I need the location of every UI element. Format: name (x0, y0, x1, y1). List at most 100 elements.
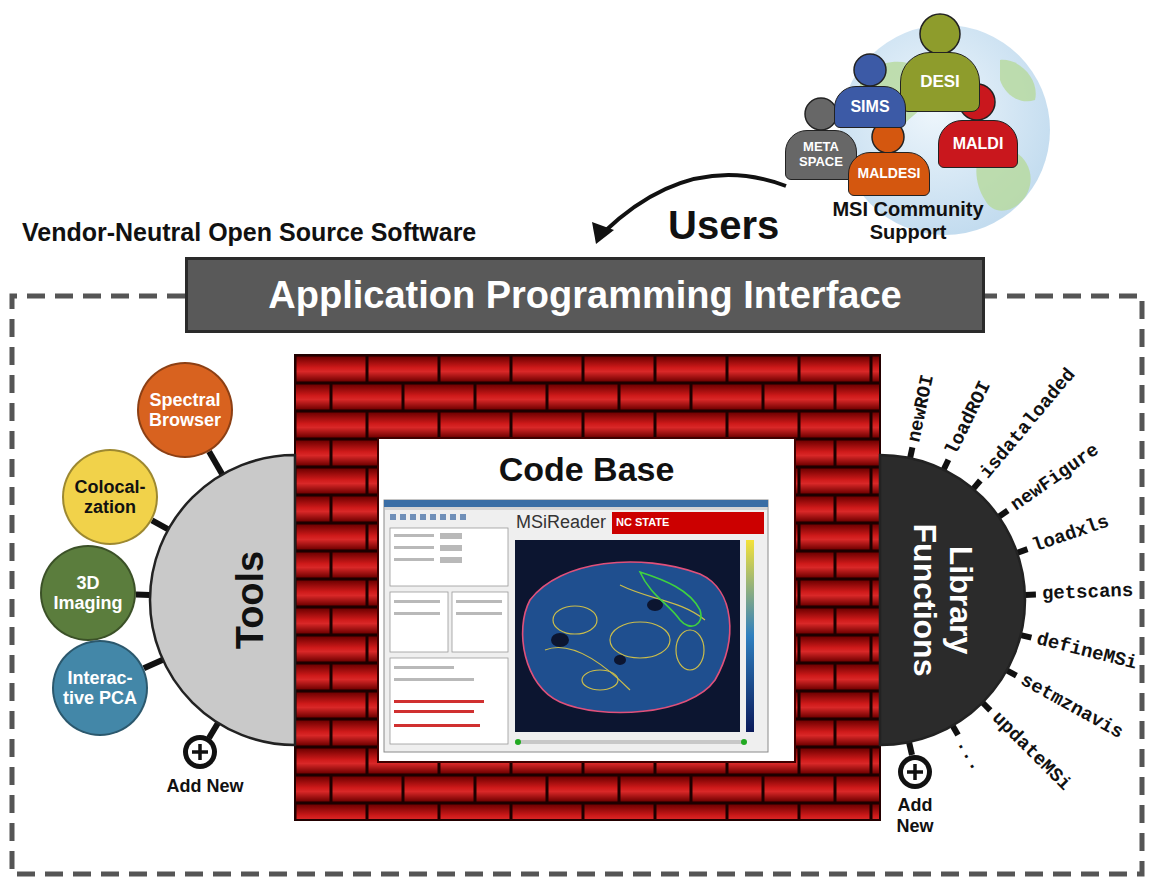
globe (840, 25, 1050, 235)
drawing-part (394, 600, 440, 603)
drawing-part (582, 670, 618, 690)
library-hub: Library Functions (880, 455, 1025, 745)
drawing-part (440, 514, 446, 520)
drawing-part (913, 764, 917, 780)
drawing-part (390, 592, 448, 652)
institution-badge: NC STATE (616, 516, 669, 529)
drawing-part (523, 562, 730, 712)
function-name: loadxls (1030, 511, 1113, 558)
drawing-part (394, 710, 474, 713)
drawing-part (420, 514, 426, 520)
community-label: MSI Community Support (818, 198, 998, 244)
code-base-box: Code Base (378, 438, 795, 762)
dashed-region (12, 296, 1142, 874)
drawing-part (452, 592, 508, 652)
node-text: Tools (229, 520, 272, 680)
drawing-part (515, 740, 745, 744)
drawing-part (394, 700, 484, 703)
drawing-part (910, 447, 912, 458)
drawing-part (394, 678, 474, 681)
title-text: Vendor-Neutral Open Source Software (22, 218, 476, 246)
node-text: 3D Imaging (45, 573, 131, 613)
drawing-part (746, 540, 754, 732)
node-text: MALDI (953, 135, 1004, 153)
drawing-part (604, 175, 786, 232)
tools-hub: Tools (150, 455, 295, 745)
drawing-part (385, 507, 767, 510)
half-disc (880, 455, 1025, 745)
node-text: Interac- tive PCA (57, 668, 143, 708)
person-figure: MALDESI (848, 152, 930, 196)
drawing-part (12, 296, 1142, 874)
spoke-connector (209, 452, 222, 475)
node-text: Application Programming Interface (268, 274, 901, 317)
drawing-part (545, 585, 705, 690)
drawing-part (295, 355, 880, 820)
spokes (209, 447, 1036, 755)
node-text: Code Base (499, 450, 675, 488)
drawing-part (384, 500, 768, 507)
node-text: Spectral Browser (142, 390, 228, 430)
person-figure: MALDI (938, 120, 1018, 168)
drawing-part (430, 514, 436, 520)
spoke-connector (152, 520, 168, 529)
person-figure: META SPACE (785, 130, 857, 180)
drawing-part (898, 755, 932, 789)
drawing-part (394, 534, 434, 537)
drawing-part (183, 735, 217, 769)
drawing-part (805, 98, 837, 130)
person-figure: SIMS (834, 86, 906, 128)
drawing-part (410, 514, 416, 520)
users-arrow (592, 175, 786, 244)
add-button (183, 735, 217, 769)
drawing-part (394, 558, 434, 561)
drawing-part (390, 528, 508, 586)
drawing-part (188, 740, 212, 764)
drawing-part (610, 622, 670, 658)
tool-circle: Colocal- zation (62, 449, 158, 545)
function-name: isdataloaded (976, 364, 1081, 483)
drawing-part (741, 739, 747, 745)
drawing-part (944, 460, 949, 470)
drawing-part (460, 514, 466, 520)
drawing-part (620, 585, 705, 620)
function-name: setmznavis (1016, 669, 1126, 744)
tool-circle: Spectral Browser (137, 362, 233, 458)
drawing-part (640, 572, 701, 626)
drawing-part (390, 514, 466, 520)
add-new-label: Add New (885, 795, 945, 836)
drawing-part (394, 546, 434, 549)
spoke-connector (144, 660, 163, 669)
drawing-part (999, 511, 1008, 517)
drawing-part (456, 612, 502, 615)
drawing-part (983, 703, 991, 711)
drawing-part (515, 540, 740, 732)
drawing-part (198, 744, 202, 760)
function-name: updateMSi (987, 707, 1075, 795)
add-button (898, 755, 932, 789)
drawing-part (378, 438, 795, 762)
drawing-part (854, 54, 886, 86)
drawing-part (390, 514, 396, 520)
drawing-part (394, 533, 502, 681)
drawing-part (440, 533, 462, 539)
half-disc (150, 455, 295, 745)
software-name: MSiReader (516, 512, 606, 533)
drawing-part (647, 599, 663, 611)
node-text: Library Functions (906, 505, 978, 695)
drawing-part (920, 14, 960, 54)
drawing-part (551, 633, 569, 647)
half-disc-outline (150, 455, 295, 745)
drawing-part (909, 742, 912, 755)
drawing-part (450, 514, 456, 520)
spoke-connector (136, 592, 150, 598)
function-name: defineMSi (1035, 629, 1140, 675)
drawing-part (394, 724, 480, 727)
node-text: SIMS (850, 98, 889, 116)
drawing-part (1000, 60, 1036, 101)
drawing-part (553, 606, 597, 634)
users-label: Users (668, 202, 779, 248)
drawing-part (840, 25, 1050, 235)
drawing-part (209, 723, 218, 738)
